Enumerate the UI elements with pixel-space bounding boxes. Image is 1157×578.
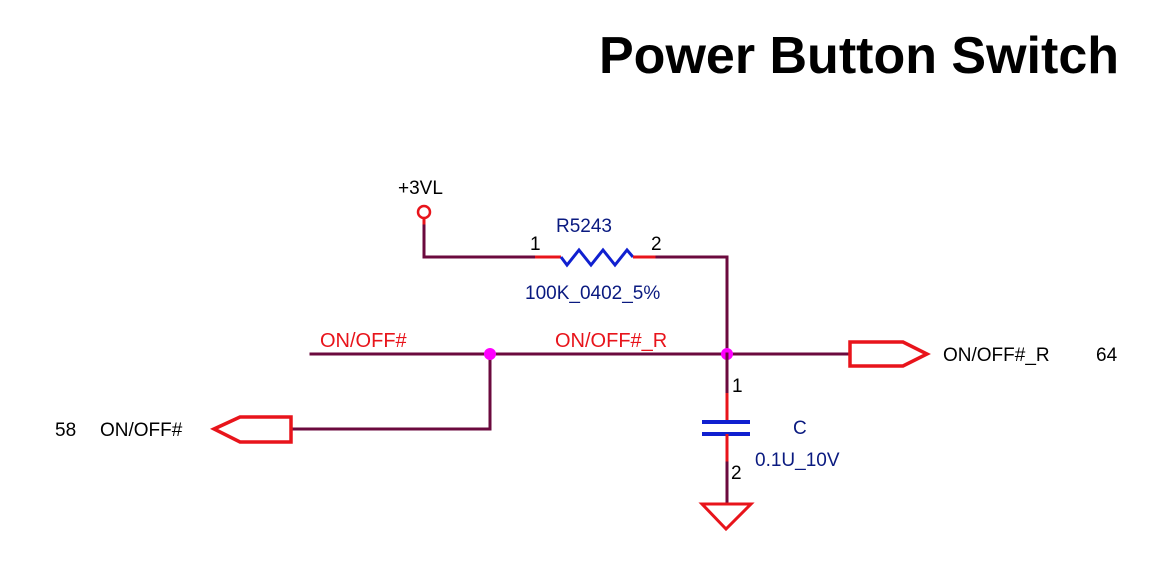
resistor-pin1-number: 1: [530, 234, 541, 255]
net-label-on-off-r: ON/OFF#_R: [555, 330, 667, 352]
wire-resistor-to-node: [655, 255, 729, 356]
junction-dot-left: [484, 348, 496, 360]
capacitor-icon: [702, 420, 750, 436]
ground-icon: [698, 502, 755, 532]
resistor-pin2-number: 2: [651, 234, 662, 255]
capacitor-pin1-number: 1: [732, 376, 743, 397]
input-port-arrow-icon: [209, 415, 293, 444]
resistor-refdes: R5243: [556, 216, 612, 237]
capacitor-pin2-number: 2: [731, 463, 742, 484]
diagram-title: Power Button Switch: [599, 27, 1119, 85]
input-port-name: ON/OFF#: [100, 420, 183, 441]
wire-branch-to-input-port: [289, 352, 492, 431]
resistor-value: 100K_0402_5%: [525, 283, 660, 304]
output-port-arrow-icon: [848, 340, 931, 368]
capacitor-refdes: C: [793, 418, 807, 439]
resistor-icon: [559, 247, 635, 268]
capacitor-c: [702, 393, 750, 463]
net-label-on-off: ON/OFF#: [320, 330, 408, 352]
resistor-r5243: [535, 247, 657, 268]
input-port-page-number: 58: [55, 420, 76, 441]
power-rail-circle-icon: [416, 204, 432, 226]
capacitor-value: 0.1U_10V: [755, 450, 840, 471]
wire-power-to-resistor: [422, 224, 537, 259]
output-port-name: ON/OFF#_R: [943, 345, 1050, 366]
power-rail-label: +3VL: [398, 178, 443, 199]
output-port-page-number: 64: [1096, 345, 1118, 366]
